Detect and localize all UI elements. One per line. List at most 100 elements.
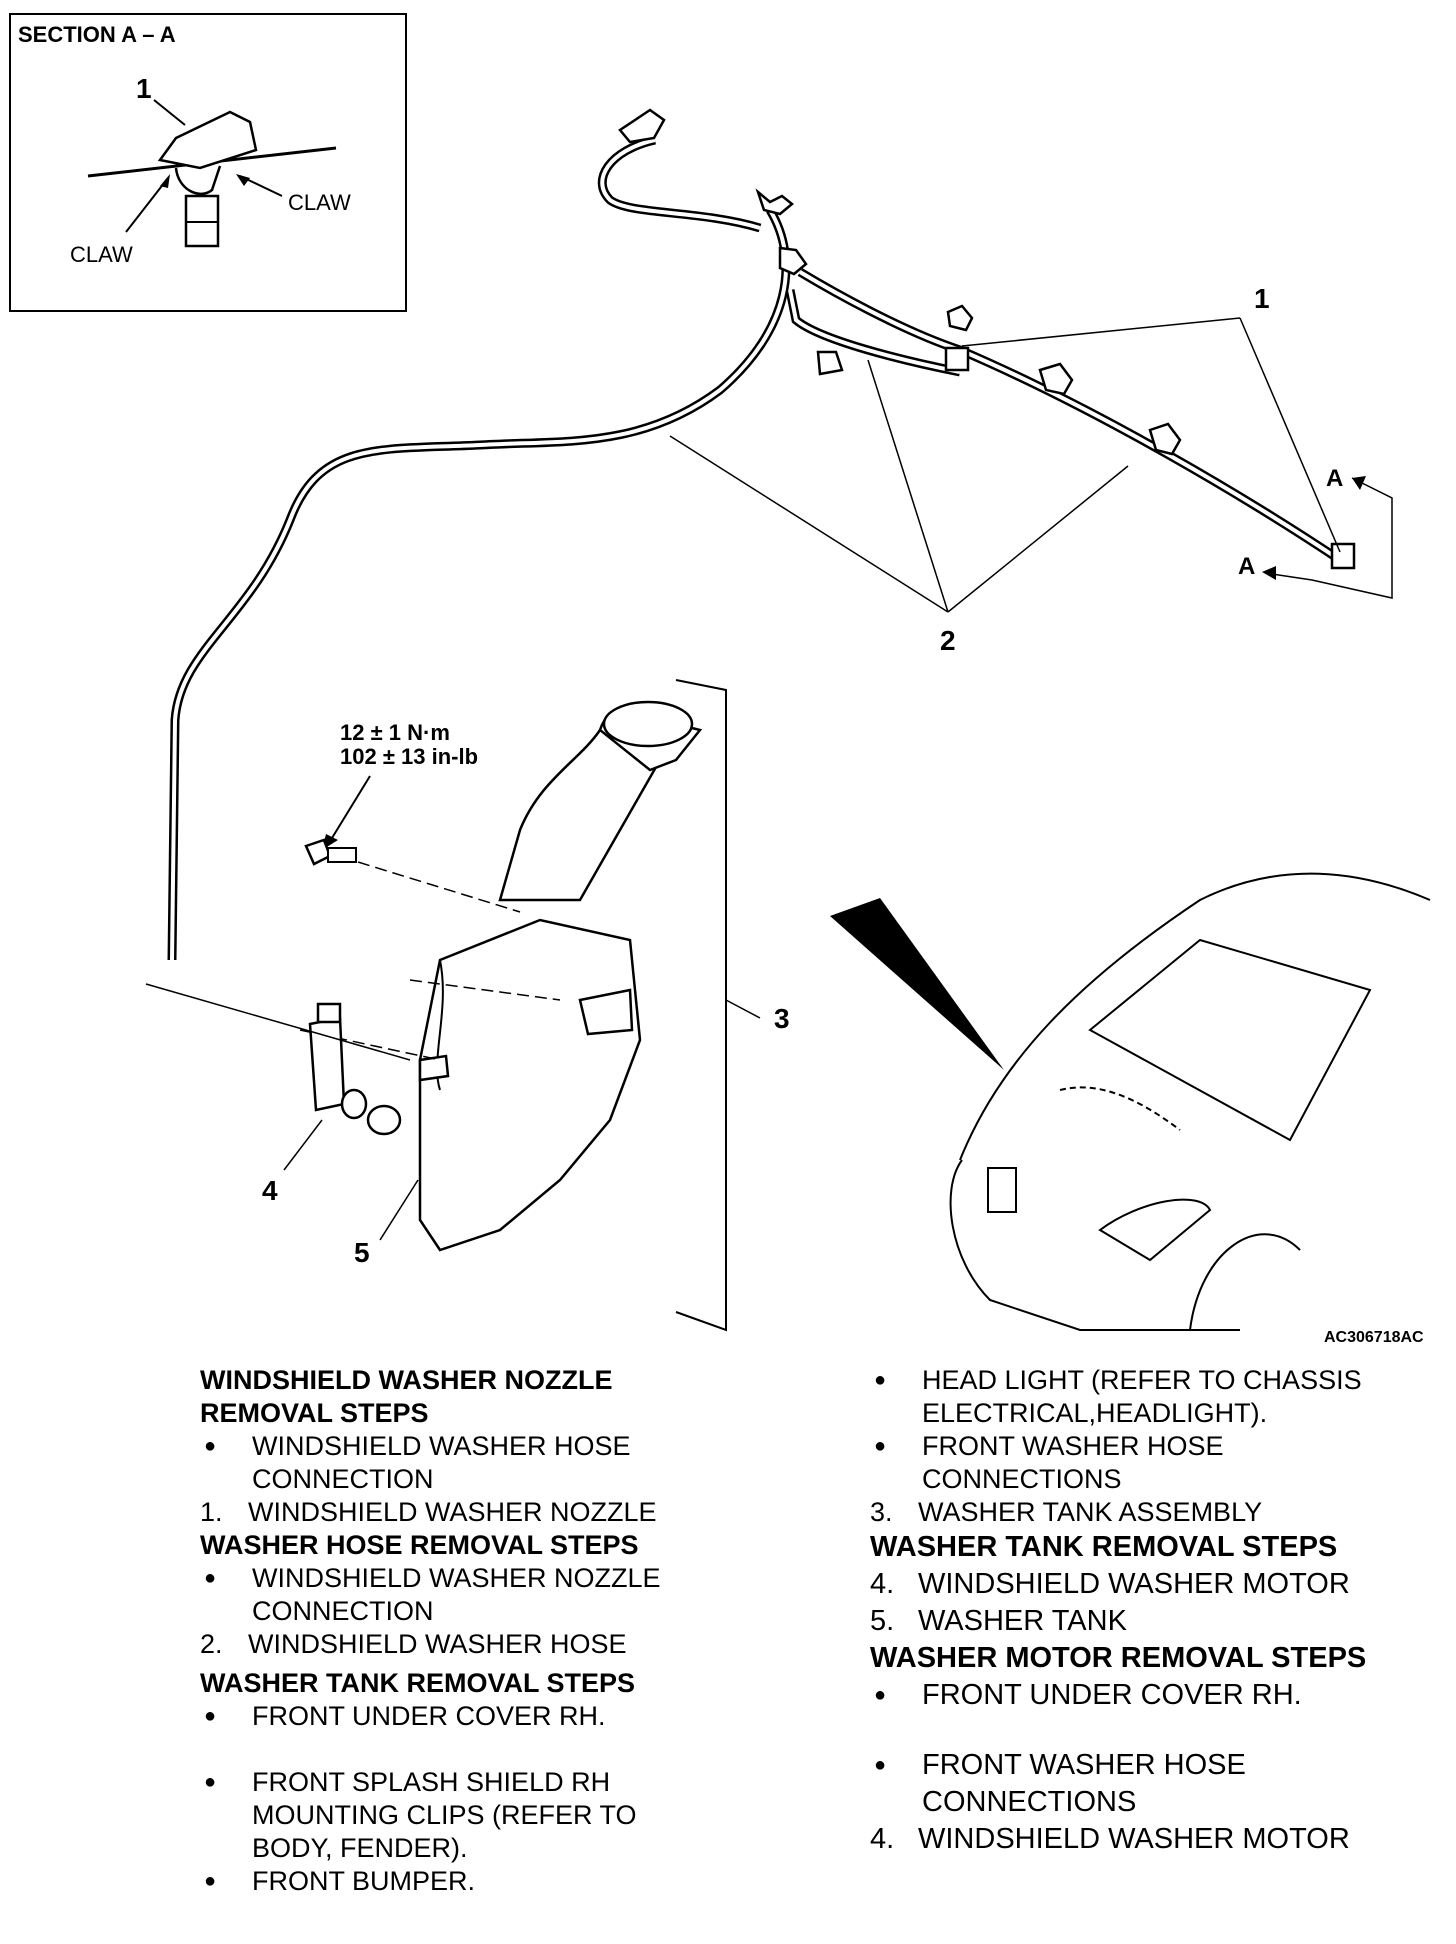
step-text: HEAD LIGHT (REFER TO CHASSIS: [922, 1365, 1362, 1395]
claw-label-right: CLAW: [288, 190, 351, 215]
step-text: CONNECTIONS: [922, 1464, 1122, 1494]
torque-inlb: 102 ± 13 in-lb: [340, 744, 478, 769]
section-arrows: A A: [1238, 465, 1393, 599]
location-pointer: [830, 898, 1004, 1070]
nozzle-shape: [157, 110, 258, 170]
callout-3: 3: [774, 1003, 790, 1034]
list-item: 5. WASHER TANK: [870, 1603, 1430, 1640]
heading-tank-removal: WASHER TANK REMOVAL STEPS: [200, 1668, 636, 1698]
list-item: 4. WINDSHIELD WASHER MOTOR: [870, 1821, 1430, 1858]
step-text: MOUNTING CLIPS (REFER TO: [252, 1800, 637, 1830]
bullet-icon: ●: [204, 1870, 217, 1892]
bullet-icon: ●: [874, 1369, 887, 1391]
list-item: 3. WASHER TANK ASSEMBLY: [870, 1496, 1430, 1529]
callout-2: 2: [940, 625, 956, 656]
step-number: 5.: [870, 1605, 895, 1637]
heading-hose-removal: WASHER HOSE REMOVAL STEPS: [200, 1530, 639, 1560]
bullet-icon: ●: [204, 1705, 217, 1727]
step-text: WINDSHIELD WASHER HOSE: [248, 1629, 627, 1659]
callout-2-group: 2: [669, 359, 1129, 656]
callout-4: 4: [262, 1175, 278, 1206]
step-text: FRONT UNDER COVER RH.: [252, 1701, 606, 1731]
hose-clip: [1038, 362, 1074, 396]
washer-hose: [167, 135, 1343, 961]
step-text: WINDSHIELD WASHER HOSE: [252, 1431, 631, 1461]
inset-callout-1: 1: [136, 73, 152, 104]
washer-nozzle-left: [944, 346, 970, 372]
heading-nozzle-removal: WINDSHIELD WASHER NOZZLE: [200, 1365, 613, 1395]
step-text: CONNECTION: [252, 1464, 434, 1494]
inset-frame: [9, 13, 407, 312]
callout-3-group: 3: [675, 679, 790, 1332]
step-text: WASHER TANK ASSEMBLY: [918, 1497, 1263, 1527]
hose-fittings: [618, 108, 1182, 456]
bullet-icon: ●: [204, 1771, 217, 1793]
step-text: BODY, FENDER).: [252, 1833, 468, 1863]
callout-1-group: 1: [961, 283, 1341, 553]
claw-label-left: CLAW: [70, 242, 133, 267]
step-text: WINDSHIELD WASHER MOTOR: [918, 1568, 1350, 1600]
list-item: ● FRONT UNDER COVER RH.: [200, 1700, 720, 1733]
section-title: SECTION A – A: [18, 22, 176, 47]
callout-4-5-group: 4 5: [262, 1119, 419, 1268]
step-number: 2.: [200, 1629, 223, 1659]
step-text: ELECTRICAL,HEADLIGHT).: [922, 1398, 1268, 1428]
step-text: WASHER TANK: [918, 1605, 1127, 1637]
list-item: 1. WINDSHIELD WASHER NOZZLE: [200, 1496, 720, 1529]
step-text: FRONT BUMPER.: [252, 1866, 476, 1896]
heading-tank-removal: WASHER TANK REMOVAL STEPS: [870, 1531, 1338, 1563]
step-number: 3.: [870, 1497, 893, 1527]
arrow-label-a-bottom: A: [1238, 553, 1255, 580]
figure-id: AC306718AC: [1324, 1329, 1424, 1346]
list-item: ● FRONT UNDER COVER RH.: [870, 1677, 1430, 1714]
step-number: 4.: [870, 1823, 895, 1855]
torque-spec-group: 12 ± 1 N·m 102 ± 13 in-lb: [304, 720, 521, 913]
hose-clip: [816, 350, 844, 376]
bullet-icon: ●: [204, 1435, 217, 1457]
step-text: FRONT WASHER HOSE: [922, 1749, 1246, 1781]
vehicle-location-view: AC306718AC: [830, 872, 1431, 1346]
torque-nm: 12 ± 1 N·m: [340, 720, 450, 745]
bolt-icon: [304, 838, 332, 866]
grommet: [366, 1104, 402, 1136]
washer-nozzle-right: [1330, 542, 1356, 570]
step-text: FRONT SPLASH SHIELD RH: [252, 1767, 611, 1797]
bullet-icon: ●: [874, 1435, 887, 1457]
list-item: ● FRONT BUMPER.: [200, 1865, 720, 1898]
callout-5: 5: [354, 1237, 370, 1268]
bullet-icon: ●: [874, 1754, 887, 1776]
step-number: 4.: [870, 1568, 895, 1600]
step-text: FRONT UNDER COVER RH.: [922, 1679, 1302, 1711]
hose-clip: [946, 304, 974, 332]
tank-location-marker: [987, 1167, 1017, 1213]
list-item: ● FRONT WASHER HOSE CONNECTIONS: [870, 1747, 1430, 1821]
step-number: 1.: [200, 1497, 223, 1527]
list-item: 4. WINDSHIELD WASHER MOTOR: [870, 1566, 1430, 1603]
bullet-icon: ●: [874, 1684, 887, 1706]
callout-1: 1: [1254, 283, 1270, 314]
step-text: FRONT WASHER HOSE: [922, 1431, 1224, 1461]
washer-motor: [145, 983, 411, 1136]
bullet-icon: ●: [204, 1567, 217, 1589]
step-text: WINDSHIELD WASHER NOZZLE: [252, 1563, 661, 1593]
tank-cap: [602, 700, 694, 748]
heading-nozzle-removal-2: REMOVAL STEPS: [200, 1398, 429, 1428]
step-text: CONNECTIONS: [922, 1786, 1137, 1818]
list-item: 2. WINDSHIELD WASHER HOSE: [200, 1628, 720, 1661]
step-text: WINDSHIELD WASHER NOZZLE: [248, 1497, 657, 1527]
arrow-label-a-top: A: [1326, 465, 1343, 492]
step-text: CONNECTION: [252, 1596, 434, 1626]
section-a-a-inset: SECTION A – A 1 CLAW CLAW: [9, 13, 407, 312]
washer-tank: [299, 700, 703, 1252]
hose-clip: [1148, 422, 1182, 456]
steps-column-left: WINDSHIELD WASHER NOZZLE REMOVAL STEPS ●…: [200, 1364, 720, 1898]
heading-motor-removal: WASHER MOTOR REMOVAL STEPS: [870, 1642, 1367, 1674]
step-text: WINDSHIELD WASHER MOTOR: [918, 1823, 1350, 1855]
